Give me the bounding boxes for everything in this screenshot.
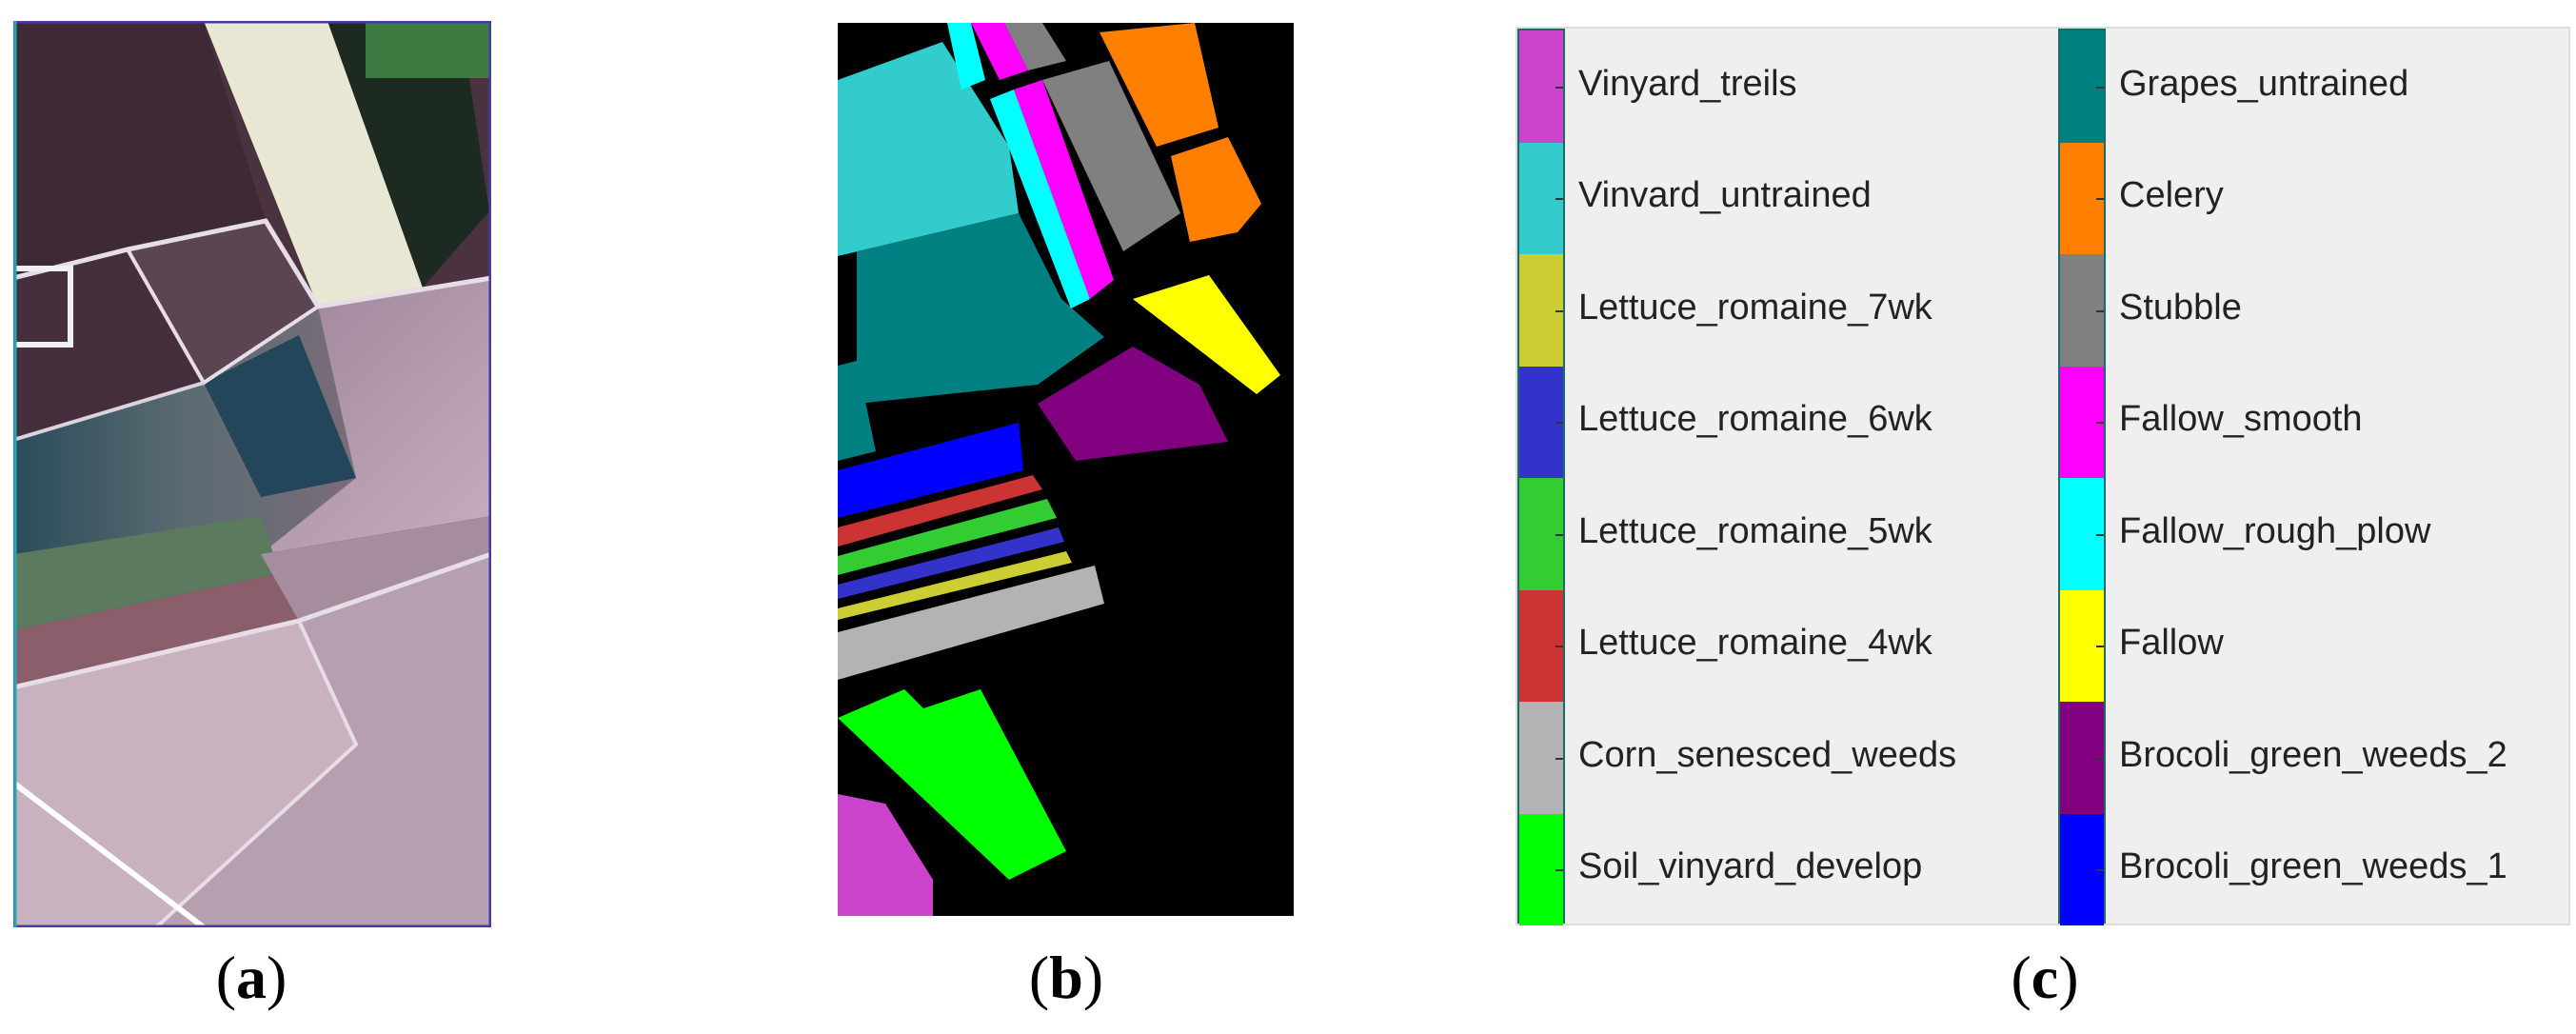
colorbar-tick [2096,422,2104,425]
panel-label-c: (c) [2011,944,2079,1011]
colorbar-tick [2096,757,2104,760]
region-fallow [1133,275,1280,394]
region-corn-senesced-weeds [838,566,1104,680]
panel-label-a: (a) [215,944,287,1011]
region-vinyard-treils [838,794,933,916]
legend-swatch [1519,366,1563,478]
region-lettuce-6wk [838,527,1064,599]
legend-label: Soil_vinyard_develop [1578,846,1923,887]
legend-label: Stubble [2119,287,2242,328]
colorbar-tick [2096,646,2104,648]
colorbar-tick [1556,422,1563,425]
legend-swatch [2060,30,2104,143]
legend-label: Fallow_smooth [2119,399,2363,440]
legend-label: Lettuce_romaine_4wk [1578,623,1932,664]
region-brocoli-green-weeds-2 [1038,347,1228,461]
legend-label: Lettuce_romaine_6wk [1578,399,1932,440]
legend-label: Brocoli_green_weeds_2 [2119,734,2507,775]
colorbar-tick [1556,646,1563,648]
region-stubble [1042,61,1180,251]
colorbar-tick [1556,757,1563,760]
legend-label: Fallow [2119,623,2224,664]
legend-swatch [1519,30,1563,143]
colorbar-tick [1556,198,1563,201]
region-soil-vinyard-develop [838,689,1066,880]
colorbar-tick [2096,533,2104,536]
legend-swatch [1519,254,1563,367]
colorbar [1517,29,1565,925]
legend-label: Grapes_untrained [2119,63,2409,104]
ground-truth-map [838,23,1294,916]
legend-swatch [2060,702,2104,814]
colorbar-tick [1556,869,1563,872]
legend-label: Celery [2119,175,2224,216]
legend-label: Lettuce_romaine_5wk [1578,510,1932,551]
region-brocoli-green-weeds-1 [838,423,1023,518]
region-grapes-untrained [857,213,1104,404]
region-vinyard-untrained [838,42,1019,256]
region-celery [1100,23,1219,147]
colorbar-tick [2096,869,2104,872]
legend-label: Corn_senesced_weeds [1578,734,1957,775]
legend-swatch [2060,589,2104,702]
colorbar-tick [2096,86,2104,89]
false-color-image [10,20,492,930]
legend-label: Vinvard_untrained [1578,175,1872,216]
legend-label: Brocoli_green_weeds_1 [2119,846,2507,887]
legend-swatch [2060,254,2104,367]
legend-label: Lettuce_romaine_7wk [1578,287,1932,328]
colorbar-tick [2096,309,2104,312]
region-lettuce-4wk [838,475,1042,547]
false-color-image-svg [10,20,492,930]
legend-label: Vinyard_treils [1578,63,1797,104]
panel-label-b: (b) [1028,944,1104,1011]
legend-swatch [1519,142,1563,254]
legend-swatch [2060,813,2104,925]
colorbar-tick [1556,309,1563,312]
region-fallow-rough-plow [990,89,1090,308]
legend-label: Fallow_rough_plow [2119,510,2431,551]
colorbar-tick [2096,198,2104,201]
colorbar-tick [1556,533,1563,536]
legend-swatch [1519,589,1563,702]
region-lettuce-5wk [838,499,1057,575]
legend-swatch [1519,813,1563,925]
region-lettuce-7wk [838,551,1072,620]
ground-truth-map-svg [838,23,1294,916]
legend-swatch [1519,702,1563,814]
legend-swatch [2060,366,2104,478]
legend-swatch [2060,478,2104,590]
legend-swatch [1519,478,1563,590]
colorbar-tick [1556,86,1563,89]
region-fallow-smooth [1014,80,1114,299]
colorbar [2058,29,2106,925]
legend-swatch [2060,142,2104,254]
